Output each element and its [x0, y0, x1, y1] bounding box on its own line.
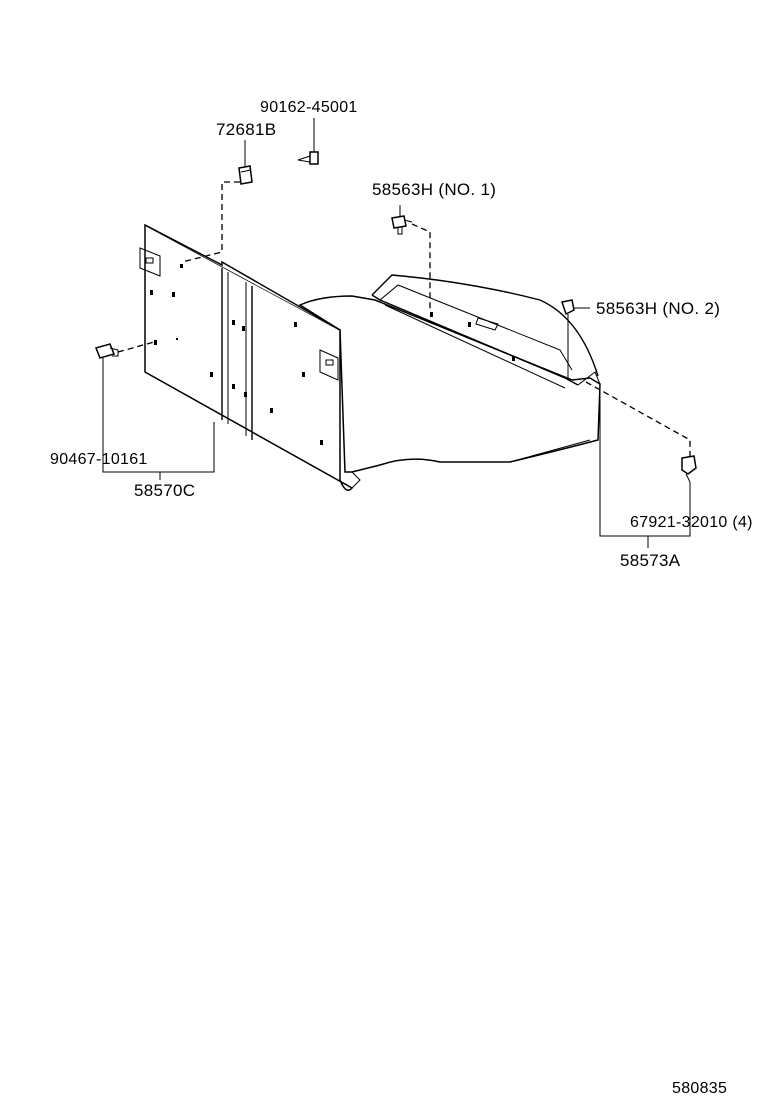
screw-90467	[94, 343, 119, 359]
panel-tab-left	[139, 247, 161, 277]
tray-lip-edge	[371, 294, 579, 386]
bolt-90162	[297, 151, 319, 165]
tray-corner	[577, 371, 601, 386]
label-67921-32010: 67921-32010 (4)	[630, 514, 753, 531]
tray-front-tip	[351, 471, 361, 489]
tray-front-edge	[509, 439, 591, 463]
label-58563h-no2: 58563H (NO. 2)	[596, 299, 721, 318]
label-58570c: 58570C	[134, 481, 196, 500]
floor-tray-58573a	[298, 274, 601, 489]
label-72681b: 72681B	[216, 120, 277, 139]
clip-58563h-no2	[561, 299, 575, 316]
dash-clip1-to-tray	[411, 223, 431, 312]
panel-top	[144, 224, 341, 331]
clip-72681b	[238, 165, 253, 185]
tray-lip-inner	[379, 284, 573, 371]
clip-58563h-no1	[391, 215, 413, 235]
tray-body	[298, 295, 601, 473]
leader-58570c-bracket	[102, 358, 215, 473]
label-58573a: 58573A	[620, 551, 681, 570]
dash-screw-to-panel	[117, 341, 155, 353]
label-58563h-no1: 58563H (NO. 1)	[372, 180, 497, 199]
label-90467-10161: 90467-10161	[50, 451, 148, 468]
panel-tab-right	[319, 349, 339, 381]
dash-fastener	[585, 381, 691, 456]
tray-slot	[475, 317, 499, 331]
tray-lip-lower	[384, 304, 566, 389]
leader-58573a-bracket	[599, 392, 691, 537]
tray-rear-lip	[371, 274, 599, 377]
fastener-67921	[681, 455, 697, 483]
panel-body	[144, 223, 354, 491]
diagram-reference-number: 580835	[672, 1080, 728, 1097]
side-panel-58570c	[139, 223, 354, 491]
label-90162-45001: 90162-45001	[260, 99, 358, 116]
dash-clip-to-panel	[181, 181, 240, 263]
